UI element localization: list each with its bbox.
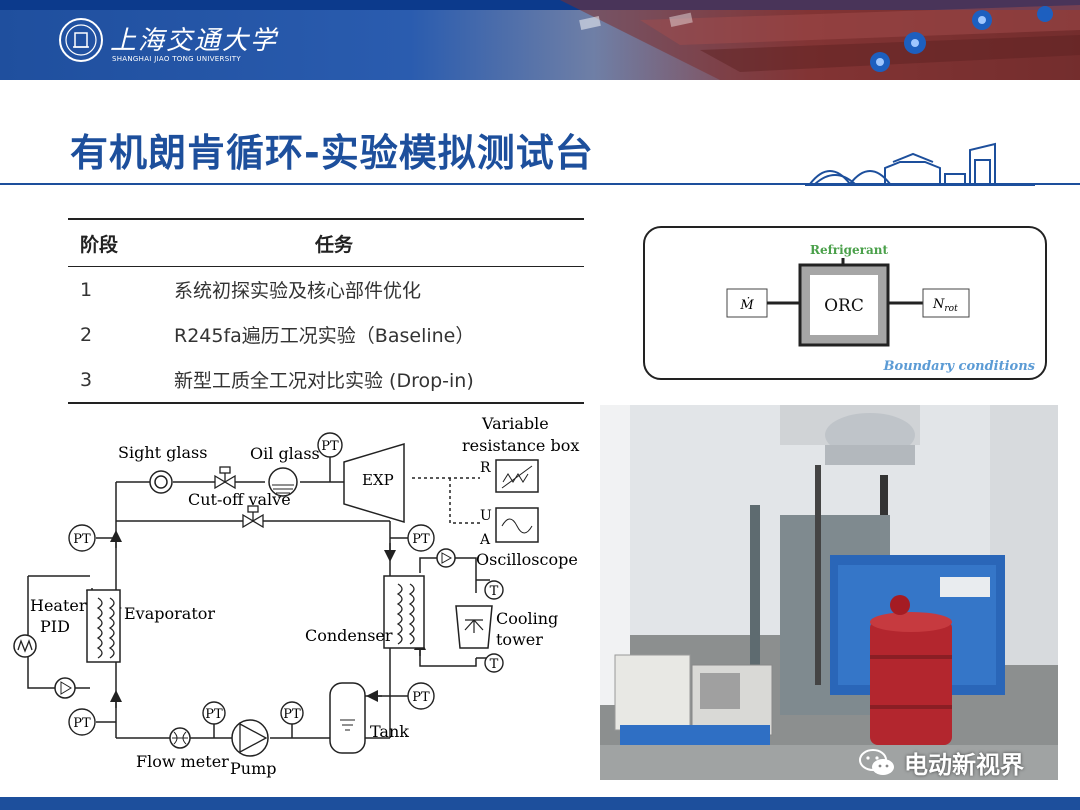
university-name-en: SHANGHAI JIAO TONG UNIVERSITY — [112, 55, 241, 63]
a-label: A — [479, 532, 491, 548]
task-table: 阶段 任务 1 系统初探实验及核心部件优化 2 R245fa遍历工况实验（Bas… — [68, 218, 584, 404]
tank-icon — [329, 682, 366, 754]
variable-box-label-2: resistance box — [462, 436, 579, 455]
boundary-conditions-label: Boundary conditions — [883, 359, 1036, 374]
oil-glass-label: Oil glass — [250, 444, 320, 463]
cooling-pump-icon — [436, 548, 456, 568]
pump-label: Pump — [230, 759, 276, 778]
university-logo-icon — [59, 18, 103, 62]
tower-label: tower — [496, 630, 543, 649]
title-divider — [0, 183, 1080, 185]
evaporator-label: Evaporator — [124, 604, 215, 623]
oscilloscope-label: Oscilloscope — [476, 550, 578, 569]
table-cell-task: R245fa遍历工况实验（Baseline） — [174, 325, 475, 347]
t-sensor-label: T — [490, 584, 499, 599]
table-header-task: 任务 — [173, 218, 584, 267]
table-cell-stage: 1 — [80, 278, 93, 301]
heater-icon — [13, 634, 37, 658]
heater-pump-icon — [54, 677, 76, 699]
valve-icon — [214, 466, 236, 490]
t-sensor-label: T — [490, 657, 499, 672]
orc-boundary-diagram: Refrigerant ORC Ṁ Nrot Boundary conditio… — [643, 226, 1047, 380]
header-strip — [0, 0, 1080, 10]
flow-meter-icon — [169, 727, 191, 749]
table-row: 1 系统初探实验及核心部件优化 — [68, 267, 584, 313]
u-label: U — [480, 508, 492, 524]
expander-icon — [343, 442, 405, 524]
test-rig-photo — [600, 405, 1058, 780]
sight-glass-label: Sight glass — [118, 443, 207, 462]
watermark: 电动新视界 — [858, 745, 1024, 780]
pt-sensor-label: PT — [283, 707, 301, 722]
watermark-text: 电动新视界 — [904, 751, 1024, 779]
pt-sensor-label: PT — [205, 707, 223, 722]
pt-sensor-label: PT — [73, 716, 91, 731]
orc-label: ORC — [824, 296, 864, 316]
table-header-stage: 阶段 — [68, 218, 173, 267]
table-row: 3 新型工质全工况对比实验 (Drop-in) — [68, 357, 584, 404]
pid-label: PID — [40, 617, 70, 636]
pt-sensor-label: PT — [321, 439, 339, 454]
tank-label: Tank — [370, 722, 409, 741]
flow-meter-label: Flow meter — [136, 752, 229, 771]
header-banner: 上海交通大学 SHANGHAI JIAO TONG UNIVERSITY — [0, 0, 1080, 80]
evaporator-icon — [86, 589, 121, 663]
cooling-label: Cooling — [496, 609, 558, 628]
pt-sensor-label: PT — [73, 532, 91, 547]
university-name-cn: 上海交通大学 — [110, 26, 279, 56]
ceiling-decoration — [560, 0, 1080, 80]
cutoff-valve-label: Cut-off valve — [188, 490, 291, 509]
page-title: 有机朗肯循环-实验模拟测试台 — [70, 131, 594, 175]
expander-label: EXP — [362, 471, 394, 489]
oil-glass-icon — [268, 467, 298, 497]
table-cell-stage: 3 — [68, 357, 173, 404]
condenser-label: Condenser — [305, 626, 393, 645]
rotation-speed-label: Nrot — [932, 297, 958, 314]
sight-glass-icon — [149, 470, 173, 494]
mass-flow-label: Ṁ — [739, 296, 754, 313]
table-header-row: 阶段 任务 — [68, 218, 584, 267]
pt-sensor-label: PT — [412, 532, 430, 547]
heater-label: Heater — [30, 596, 87, 615]
table-row: 2 R245fa遍历工况实验（Baseline） — [68, 312, 584, 357]
wechat-icon — [859, 748, 894, 775]
footer-bar — [0, 797, 1080, 810]
variable-box-label-1: Variable — [481, 414, 549, 433]
orc-test-rig-schematic: Sight glass Cut-off valve Oil glass EXP … — [13, 414, 579, 778]
pt-sensor-label: PT — [412, 690, 430, 705]
table-cell-stage: 2 — [80, 323, 93, 346]
r-label: R — [480, 460, 491, 476]
campus-skyline-icon — [805, 142, 1035, 186]
refrigerant-label: Refrigerant — [810, 243, 888, 257]
table-cell-task: 新型工质全工况对比实验 (Drop-in) — [173, 357, 584, 404]
pump-icon — [231, 719, 269, 757]
table-cell-task: 系统初探实验及核心部件优化 — [174, 280, 422, 302]
condenser-icon — [383, 575, 425, 649]
valve-icon — [242, 505, 264, 529]
